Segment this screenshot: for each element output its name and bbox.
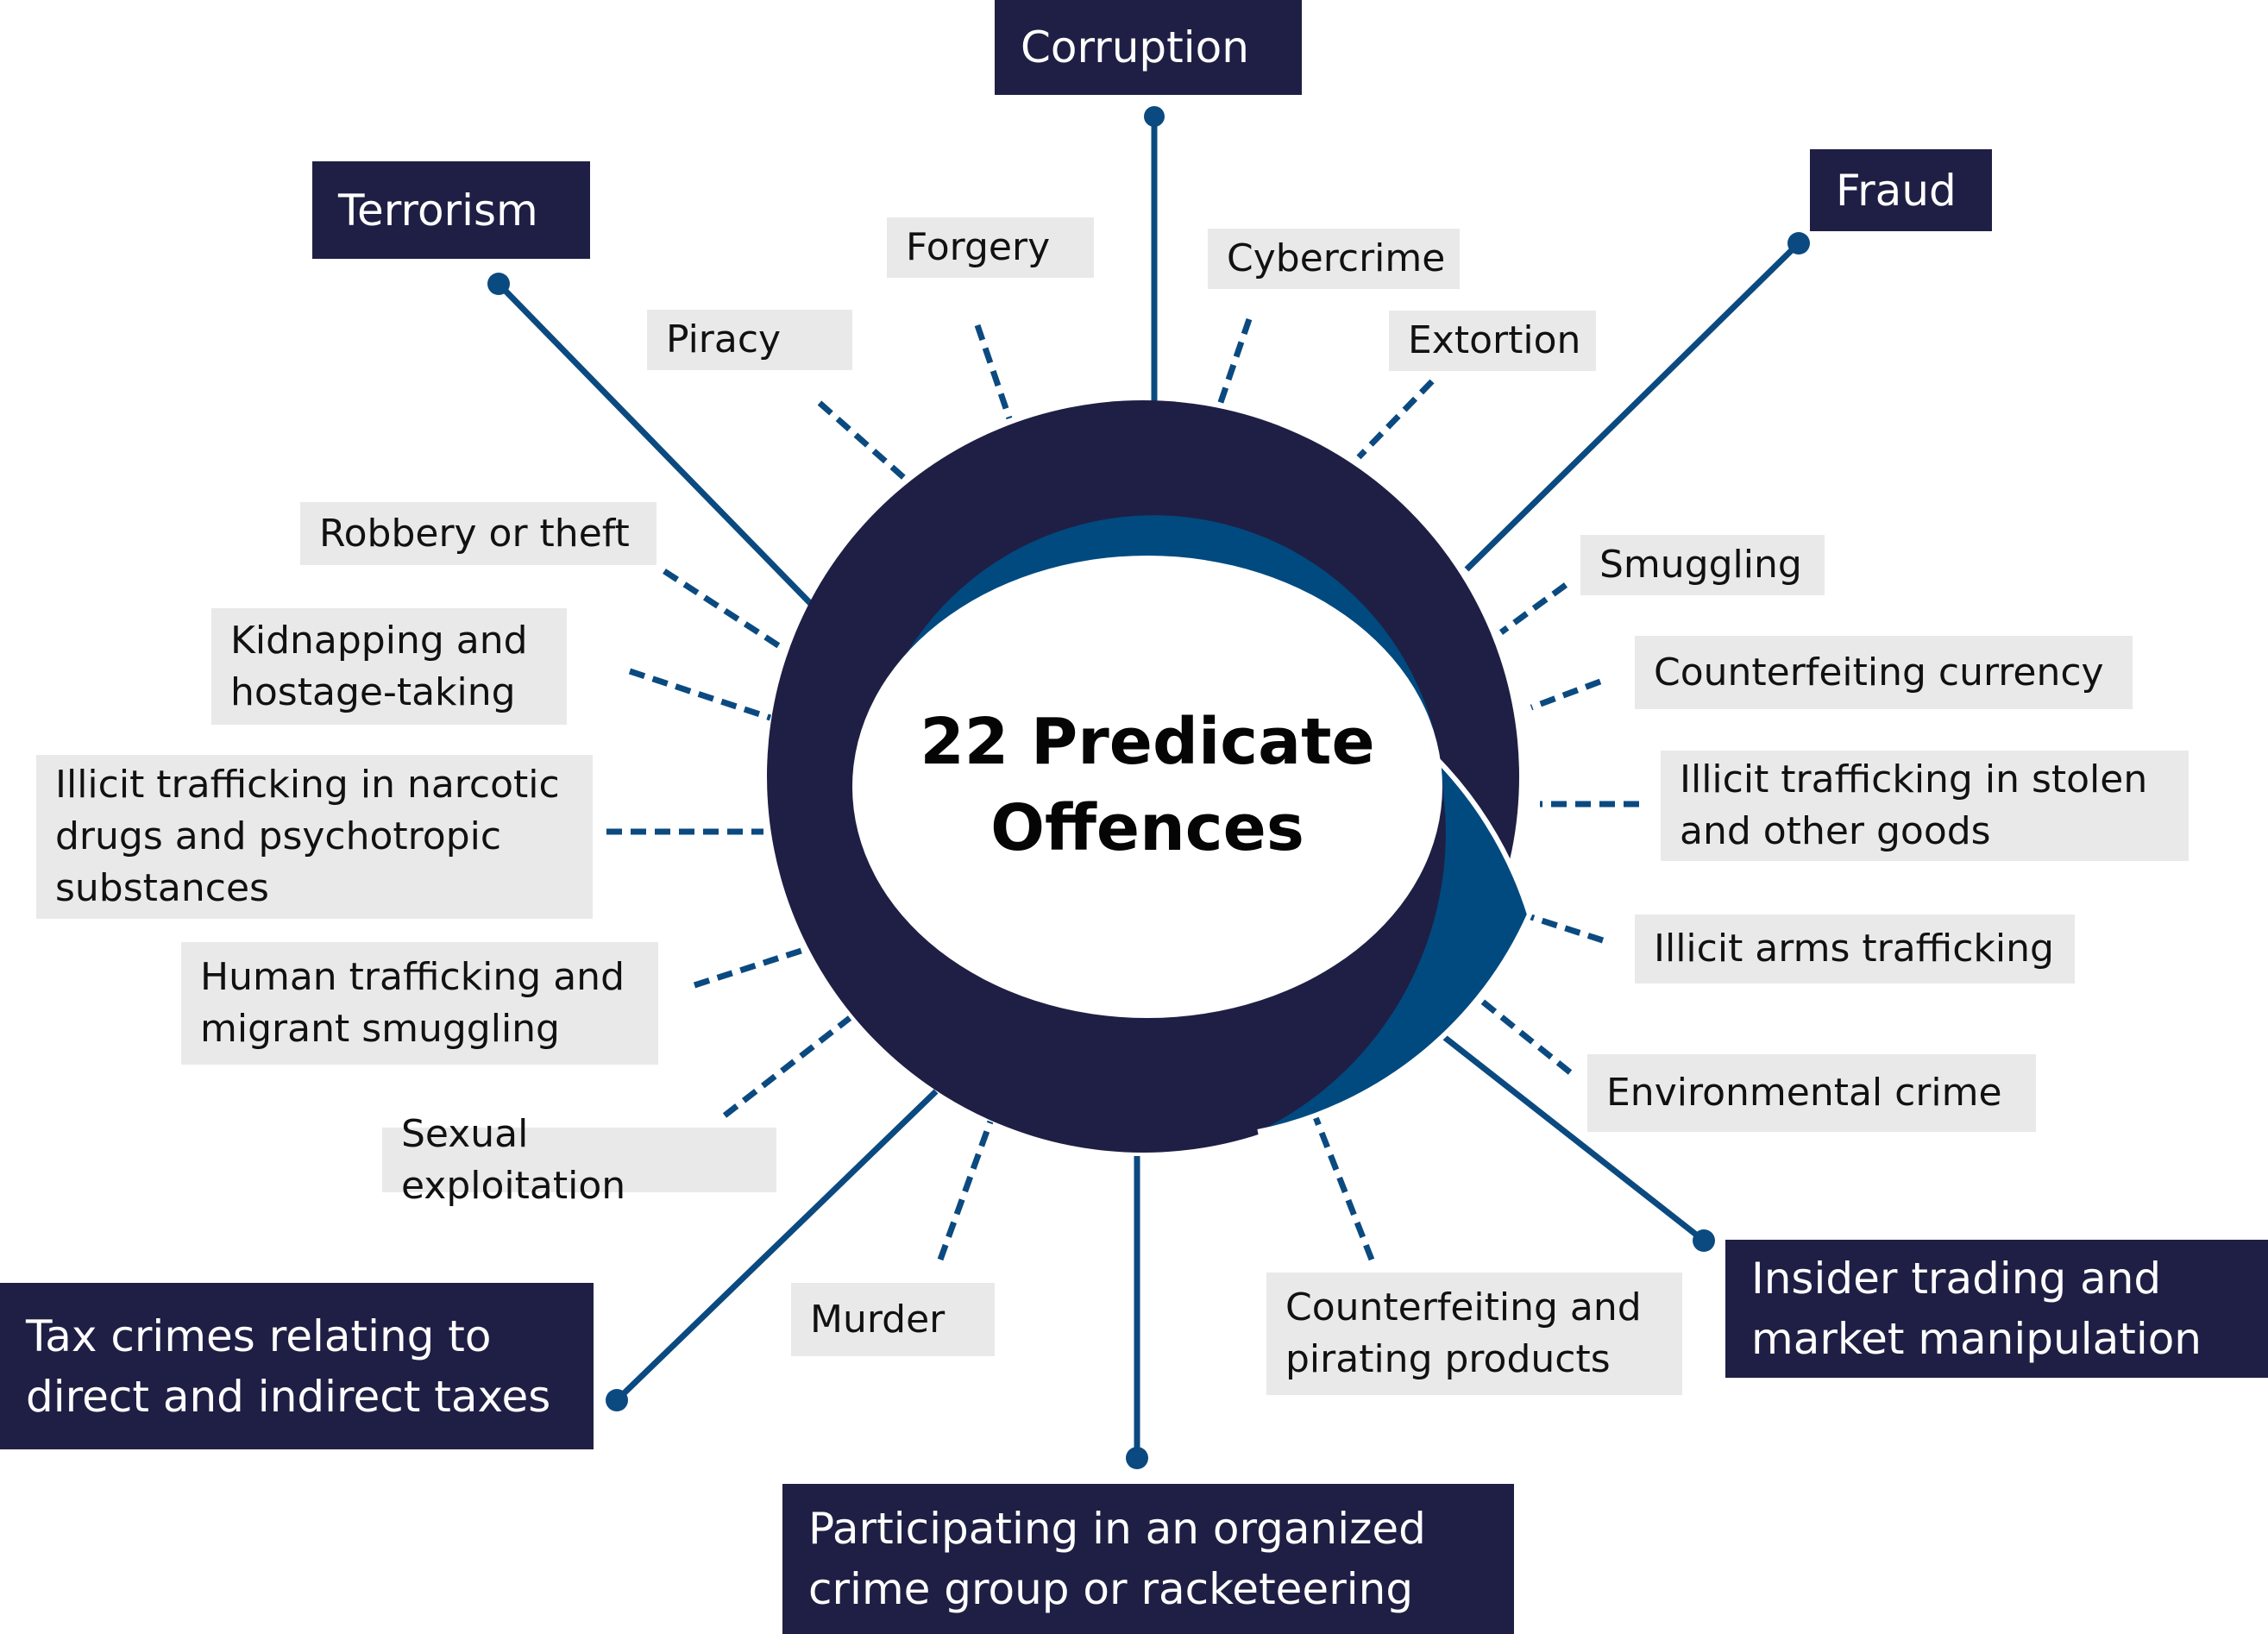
offence-box-cybercrime: Cybercrime [1208, 229, 1460, 289]
offence-box-counterfeiting-currency: Counterfeiting currency [1635, 636, 2133, 709]
dash-counterfeiting-currency [1530, 678, 1602, 711]
label-human-trafficking: Human trafficking and migrant smuggling [200, 955, 625, 1051]
dash-robbery [663, 569, 782, 650]
dot-terrorism [487, 273, 510, 295]
offence-box-robbery: Robbery or theft [300, 502, 657, 565]
offence-box-environmental-crime: Environmental crime [1587, 1054, 2036, 1132]
dot-corruption [1144, 106, 1165, 127]
dash-human-trafficking [693, 946, 808, 989]
main-connector-dots [487, 106, 1810, 1469]
label-kidnapping: Kidnapping and hostage-taking [230, 618, 528, 714]
offence-box-extortion: Extortion [1389, 311, 1596, 371]
dash-extortion [1356, 379, 1435, 460]
label-sexual-exploitation: Sexual exploitation [401, 1111, 626, 1208]
label-murder: Murder [810, 1297, 946, 1342]
connector-tax-crimes [614, 1089, 939, 1403]
label-stolen-goods: Illicit trafficking in stolen and other … [1680, 757, 2148, 853]
label-insider-trading: Insider trading and market manipulation [1751, 1254, 2202, 1364]
connector-insider-trading [1434, 1028, 1706, 1243]
dot-fraud [1787, 232, 1810, 255]
connector-terrorism [496, 281, 814, 606]
label-robbery: Robbery or theft [319, 511, 630, 556]
dash-cybercrime [1215, 317, 1253, 412]
main-box-insider-trading: Insider trading and market manipulation [1725, 1240, 2268, 1378]
offence-box-narcotics: Illicit trafficking in narcotic drugs an… [36, 755, 593, 919]
offence-box-sexual-exploitation: Sexual exploitation [382, 1112, 776, 1208]
main-box-terrorism: Terrorism [312, 161, 590, 259]
label-fraud: Fraud [1836, 165, 1957, 216]
main-box-fraud: Fraud [1810, 149, 1992, 231]
dash-piracy [817, 400, 913, 486]
label-organized-crime: Participating in an organized crime grou… [808, 1504, 1426, 1614]
label-counterfeiting-currency: Counterfeiting currency [1654, 650, 2104, 694]
label-cybercrime: Cybercrime [1227, 236, 1446, 280]
label-corruption: Corruption [1021, 22, 1249, 72]
center-title: 22 Predicate Offences [920, 705, 1375, 865]
dash-counterfeiting-products [1312, 1116, 1375, 1261]
connector-fraud [1464, 241, 1801, 572]
label-tax-crimes: Tax crimes relating to direct and indire… [26, 1310, 551, 1422]
label-narcotics: Illicit trafficking in narcotic drugs an… [55, 763, 560, 910]
offence-box-arms-trafficking: Illicit arms trafficking [1635, 914, 2075, 984]
offence-box-smuggling: Smuggling [1580, 535, 1825, 595]
dashed-connectors [606, 317, 1639, 1261]
dash-smuggling [1498, 582, 1568, 635]
offence-box-kidnapping: Kidnapping and hostage-taking [211, 608, 567, 725]
dash-forgery [974, 324, 1013, 420]
label-terrorism: Terrorism [338, 185, 538, 236]
label-forgery: Forgery [906, 225, 1051, 269]
label-arms-trafficking: Illicit arms trafficking [1654, 927, 2054, 971]
ring-inner-hole [852, 556, 1442, 1018]
offence-box-counterfeiting-products: Counterfeiting and pirating products [1266, 1273, 1682, 1395]
offence-box-forgery: Forgery [887, 217, 1094, 278]
label-smuggling: Smuggling [1599, 543, 1802, 587]
offence-box-human-trafficking: Human trafficking and migrant smuggling [181, 942, 658, 1065]
offence-box-stolen-goods: Illicit trafficking in stolen and other … [1661, 751, 2189, 861]
dash-environmental-crime [1468, 990, 1573, 1075]
dot-organized-crime [1126, 1447, 1148, 1469]
label-environmental-crime: Environmental crime [1606, 1071, 2002, 1115]
offence-box-piracy: Piracy [647, 310, 852, 370]
dot-tax-crimes [606, 1389, 628, 1411]
label-piracy: Piracy [666, 317, 782, 361]
dash-kidnapping [628, 668, 772, 721]
dash-sexual-exploitation [722, 1015, 852, 1118]
dot-insider-trading [1693, 1229, 1715, 1252]
main-box-tax-crimes: Tax crimes relating to direct and indire… [0, 1283, 594, 1449]
label-extortion: Extortion [1408, 318, 1581, 362]
label-counterfeiting-products: Counterfeiting and pirating products [1285, 1285, 1642, 1381]
main-connectors [496, 116, 1801, 1458]
offence-box-murder: Murder [791, 1283, 995, 1356]
main-box-organized-crime: Participating in an organized crime grou… [782, 1484, 1514, 1634]
center-ring [767, 400, 1533, 1153]
main-box-corruption: Corruption [995, 0, 1302, 95]
dash-murder [937, 1120, 994, 1261]
